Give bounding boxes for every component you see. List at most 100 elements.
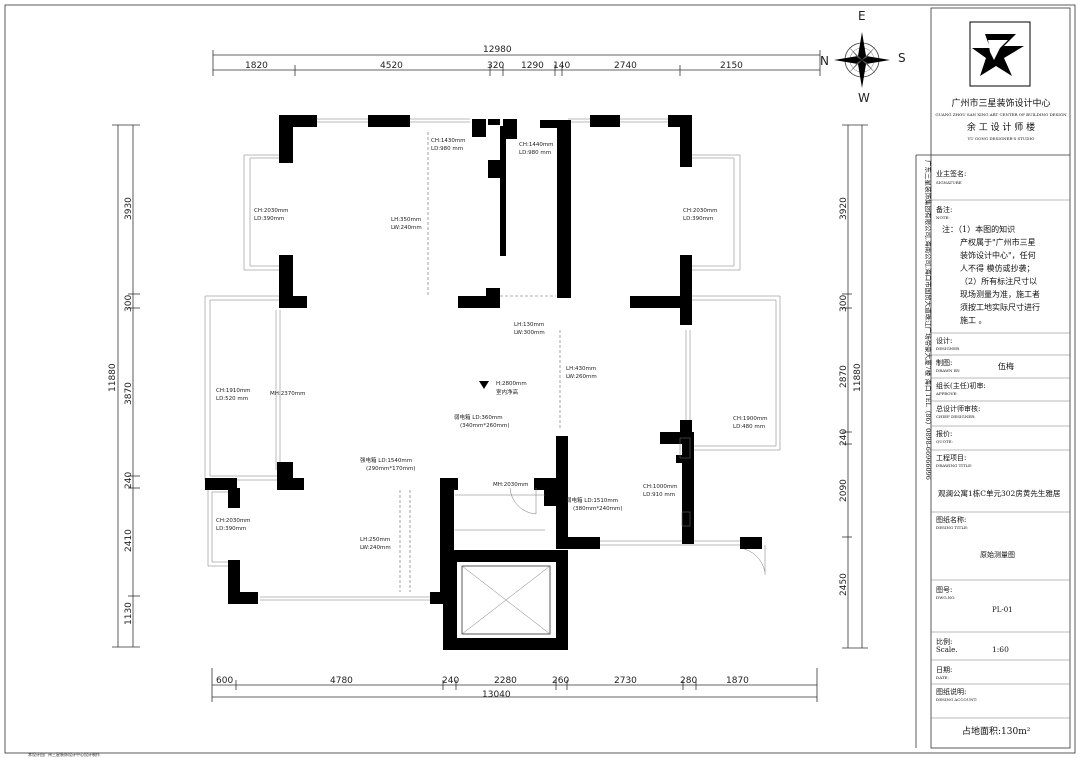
dim-top-3: 1290 (521, 61, 544, 71)
ann-ch2030a: CH:2030mm (254, 208, 289, 214)
dim-bottom-3: 2280 (494, 676, 517, 686)
ann-lh130: LH:130mm (514, 322, 544, 328)
drawing-name-value: 原始测量图 (980, 550, 1015, 559)
drawing-no-value: PL-01 (992, 606, 1013, 614)
ann-ld980a: LD:980 mm (431, 146, 463, 152)
site-area: 占地面积:130m² (962, 725, 1031, 737)
company-name: 广州市三星装饰设计中心 (951, 97, 1050, 109)
project-value: 观澜公寓1栋C单元302房黄先生雅居 (938, 488, 1061, 498)
drawn-value: 伍梅 (998, 361, 1014, 371)
drawn-en: DRAWN BY: (936, 368, 960, 373)
title-block: 广州市三星装饰设计中心 GUANG ZHOU SAN XING ART CENT… (915, 7, 1071, 749)
dim-bottom-total: 13040 (482, 690, 511, 700)
ann-net-height: 室内净高 (496, 388, 519, 396)
ann-ch1440: CH:1440mm (519, 142, 554, 148)
ann-ld980b: LD:980 mm (519, 150, 551, 156)
ann-strong-box2-size: (380mm*240mm) (573, 506, 622, 512)
approve-en: APPROVE: (935, 391, 958, 396)
ann-ld390b: LD:390mm (683, 216, 713, 222)
compass-n: N (820, 54, 829, 68)
dim-top-4: 140 (553, 61, 570, 71)
dim-top-6: 2150 (720, 61, 743, 71)
ann-lw260: LW:260mm (566, 374, 597, 380)
drawing-name-label: 图纸名称: (936, 515, 966, 524)
dim-left-0: 3930 (124, 197, 134, 220)
drawing-no-label: 图号: (936, 586, 952, 594)
dim-left-3: 240 (124, 472, 134, 489)
dim-bottom-6: 280 (680, 676, 697, 686)
dim-right-total: 11880 (853, 363, 863, 392)
dim-left-1: 300 (124, 295, 134, 312)
ann-ch1900: CH:1900mm (733, 416, 768, 422)
remark-line-5: 现场测量为准，施工者 (960, 289, 1040, 299)
dim-bottom-5: 2730 (614, 676, 637, 686)
compass-e: E (858, 9, 866, 23)
ann-ld480: LD:480 mm (733, 424, 765, 430)
remark-line-1: 产权属于"广州市三星 (960, 237, 1036, 247)
dim-top-2: 320 (487, 61, 504, 71)
dim-top-1: 4520 (380, 61, 403, 71)
dim-bottom-4: 260 (552, 676, 569, 686)
drawing-name-en: DESING TITLE: (936, 525, 968, 530)
drawn-label: 制图: (936, 358, 952, 367)
remark-en: NOTE: (936, 215, 950, 220)
dimension-lines (112, 50, 868, 702)
company-logo-icon (969, 21, 1031, 87)
ann-ch1430: CH:1430mm (431, 138, 466, 144)
desc-en: DESING ACCOUNT: (936, 697, 977, 702)
detail-lines (399, 132, 691, 592)
dim-right-1: 300 (839, 295, 849, 312)
ann-ld390c: LD:390mm (216, 526, 246, 532)
ann-lw240b: LW:240mm (360, 545, 391, 551)
ann-ch2030b: CH:2030mm (683, 208, 718, 214)
ann-ch2030c: CH:2030mm (216, 518, 251, 524)
dim-top-0: 1820 (245, 61, 268, 71)
chief-label: 总设计师审核: (936, 404, 980, 413)
ann-weak-box: 弱电箱 LD:360mm (454, 413, 503, 421)
remark-line-7: 施工 。 (960, 315, 987, 325)
annotations: CH:1430mm LD:980 mm CH:1440mm LD:980 mm … (28, 138, 768, 757)
ann-weak-box-size: (340mm*260mm) (460, 423, 509, 429)
scale-value: 1:60 (992, 645, 1009, 654)
studio-name: 余 工 设 计 师 楼 (967, 121, 1035, 133)
chief-en: CHIEF DESIGNER: (936, 414, 976, 419)
dim-bottom-0: 600 (216, 676, 233, 686)
date-en: DATE: (936, 675, 949, 680)
company-address: 广东三星装饰集团有限公司,海南公司,海口市国贸大道珠江广场帝豪大厦7楼 海口 T… (924, 160, 933, 480)
compass-w: W (858, 91, 870, 105)
ann-lw300: LW:300mm (514, 330, 545, 336)
dim-right-0: 3920 (839, 197, 849, 220)
ann-ld390a: LD:390mm (254, 216, 284, 222)
quote-en: QUOTE: (936, 439, 953, 444)
dim-right-4: 2090 (839, 479, 849, 502)
dim-top-5: 2740 (614, 61, 637, 71)
dim-bottom-1: 4780 (330, 676, 353, 686)
dim-bottom-7: 1870 (726, 676, 749, 686)
project-label: 工程项目: (936, 453, 966, 462)
ann-lh430: LH:430mm (566, 366, 596, 372)
quote-label: 报价: (936, 429, 952, 438)
signature-label: 业主签名: (936, 169, 966, 178)
footer-note: 本设计由广州三星装饰设计中心设计制作 (28, 751, 100, 757)
height-marker-icon (479, 381, 489, 389)
dim-left-5: 1130 (124, 602, 134, 625)
date-label: 日期: (936, 666, 952, 674)
dim-right-2: 2870 (839, 365, 849, 388)
project-en: DRAWING TITLE: (936, 463, 972, 468)
dim-left-2: 3870 (124, 382, 134, 405)
studio-name-en: YU GONG DESIGNER'S STUDIO (967, 136, 1035, 141)
ann-strong-box2: 弱电箱 LD:1510mm (566, 496, 618, 504)
company-name-en: GUANG ZHOU SAN XING ART CENTER OF BUILDI… (935, 112, 1067, 117)
ann-strong-box: 强电箱 LD:1540mm (360, 456, 412, 464)
remark-line-0: 注：（1）本图的知识 (942, 224, 1015, 234)
ann-ld910: LD:910 mm (643, 492, 675, 498)
drawing-no-en: DWG.NO. (936, 595, 955, 600)
approve-label: 组长(主任)初审: (936, 381, 986, 390)
ann-lh350: LH:350mm (391, 217, 421, 223)
elevator-shaft (461, 565, 551, 635)
remark-label: 备注: (936, 205, 952, 214)
ann-ch1000: CH:1000mm (643, 484, 678, 490)
dim-left-4: 2410 (124, 529, 134, 552)
remark-line-2: 装饰设计中心"，任何 (960, 250, 1036, 260)
